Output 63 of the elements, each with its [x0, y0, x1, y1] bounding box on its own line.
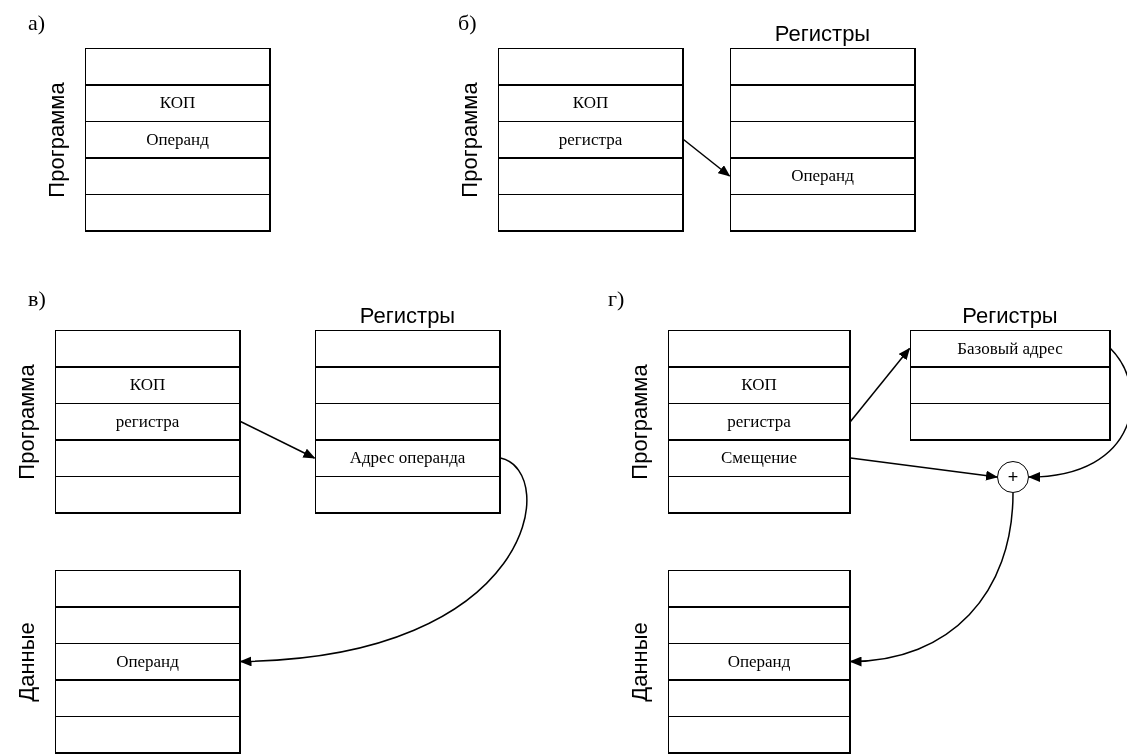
memory-cell: КОП: [84, 84, 271, 122]
arrow: [1028, 347, 1127, 482]
memory-cell: КОП: [54, 366, 241, 404]
memory-cell: [314, 475, 501, 514]
memory-cell: КОП: [497, 84, 684, 122]
memory-cell: [314, 366, 501, 404]
arrow: [239, 457, 528, 666]
memory-cell: Смещение: [667, 439, 851, 477]
block-heading: Регистры: [774, 21, 871, 47]
block-heading: Программа: [14, 363, 40, 480]
panel-label: б): [458, 10, 477, 36]
block-heading: Данные: [14, 621, 40, 702]
block-heading: Программа: [457, 81, 483, 198]
memory-cell: [497, 193, 684, 232]
block-heading: Регистры: [962, 303, 1058, 329]
memory-cell: [497, 47, 684, 86]
memory-cell: [667, 329, 851, 368]
memory-cell: [314, 402, 501, 441]
memory-cell: Адрес операнда: [314, 439, 501, 477]
memory-cell: [667, 569, 851, 608]
memory-cell: регистра: [54, 402, 241, 441]
memory-cell: [54, 329, 241, 368]
memory-cell: [909, 366, 1111, 404]
memory-cell: Базовый адрес: [909, 329, 1111, 368]
memory-cell: Операнд: [84, 120, 271, 159]
memory-cell: [84, 193, 271, 232]
arrow: [849, 492, 1014, 666]
memory-cell: [314, 329, 501, 368]
memory-cell: [729, 193, 916, 232]
panel-label: г): [608, 286, 625, 312]
memory-cell: Операнд: [729, 157, 916, 195]
block-heading: Программа: [44, 81, 70, 198]
memory-cell: [54, 439, 241, 477]
arrow: [849, 457, 998, 481]
memory-cell: [497, 157, 684, 195]
memory-cell: регистра: [497, 120, 684, 159]
memory-cell: КОП: [667, 366, 851, 404]
memory-cell: [84, 47, 271, 86]
block-heading: Регистры: [359, 303, 456, 329]
memory-cell: [667, 606, 851, 644]
arrow: [239, 420, 316, 459]
memory-cell: Операнд: [54, 642, 241, 681]
memory-cell: [667, 679, 851, 717]
memory-cell: [54, 475, 241, 514]
memory-cell: [54, 569, 241, 608]
memory-cell: [729, 47, 916, 86]
memory-cell: [54, 715, 241, 754]
block-heading: Программа: [627, 363, 653, 480]
panel-label: в): [28, 286, 46, 312]
memory-cell: [667, 715, 851, 754]
memory-cell: [54, 679, 241, 717]
memory-cell: [54, 606, 241, 644]
memory-cell: [729, 84, 916, 122]
memory-cell: регистра: [667, 402, 851, 441]
memory-cell: [84, 157, 271, 195]
memory-cell: [909, 402, 1111, 441]
block-heading: Данные: [627, 621, 653, 702]
arrow: [849, 347, 911, 423]
memory-cell: [729, 120, 916, 159]
memory-cell: [667, 475, 851, 514]
arrow: [682, 138, 731, 177]
memory-cell: Операнд: [667, 642, 851, 681]
panel-label: а): [28, 10, 46, 36]
